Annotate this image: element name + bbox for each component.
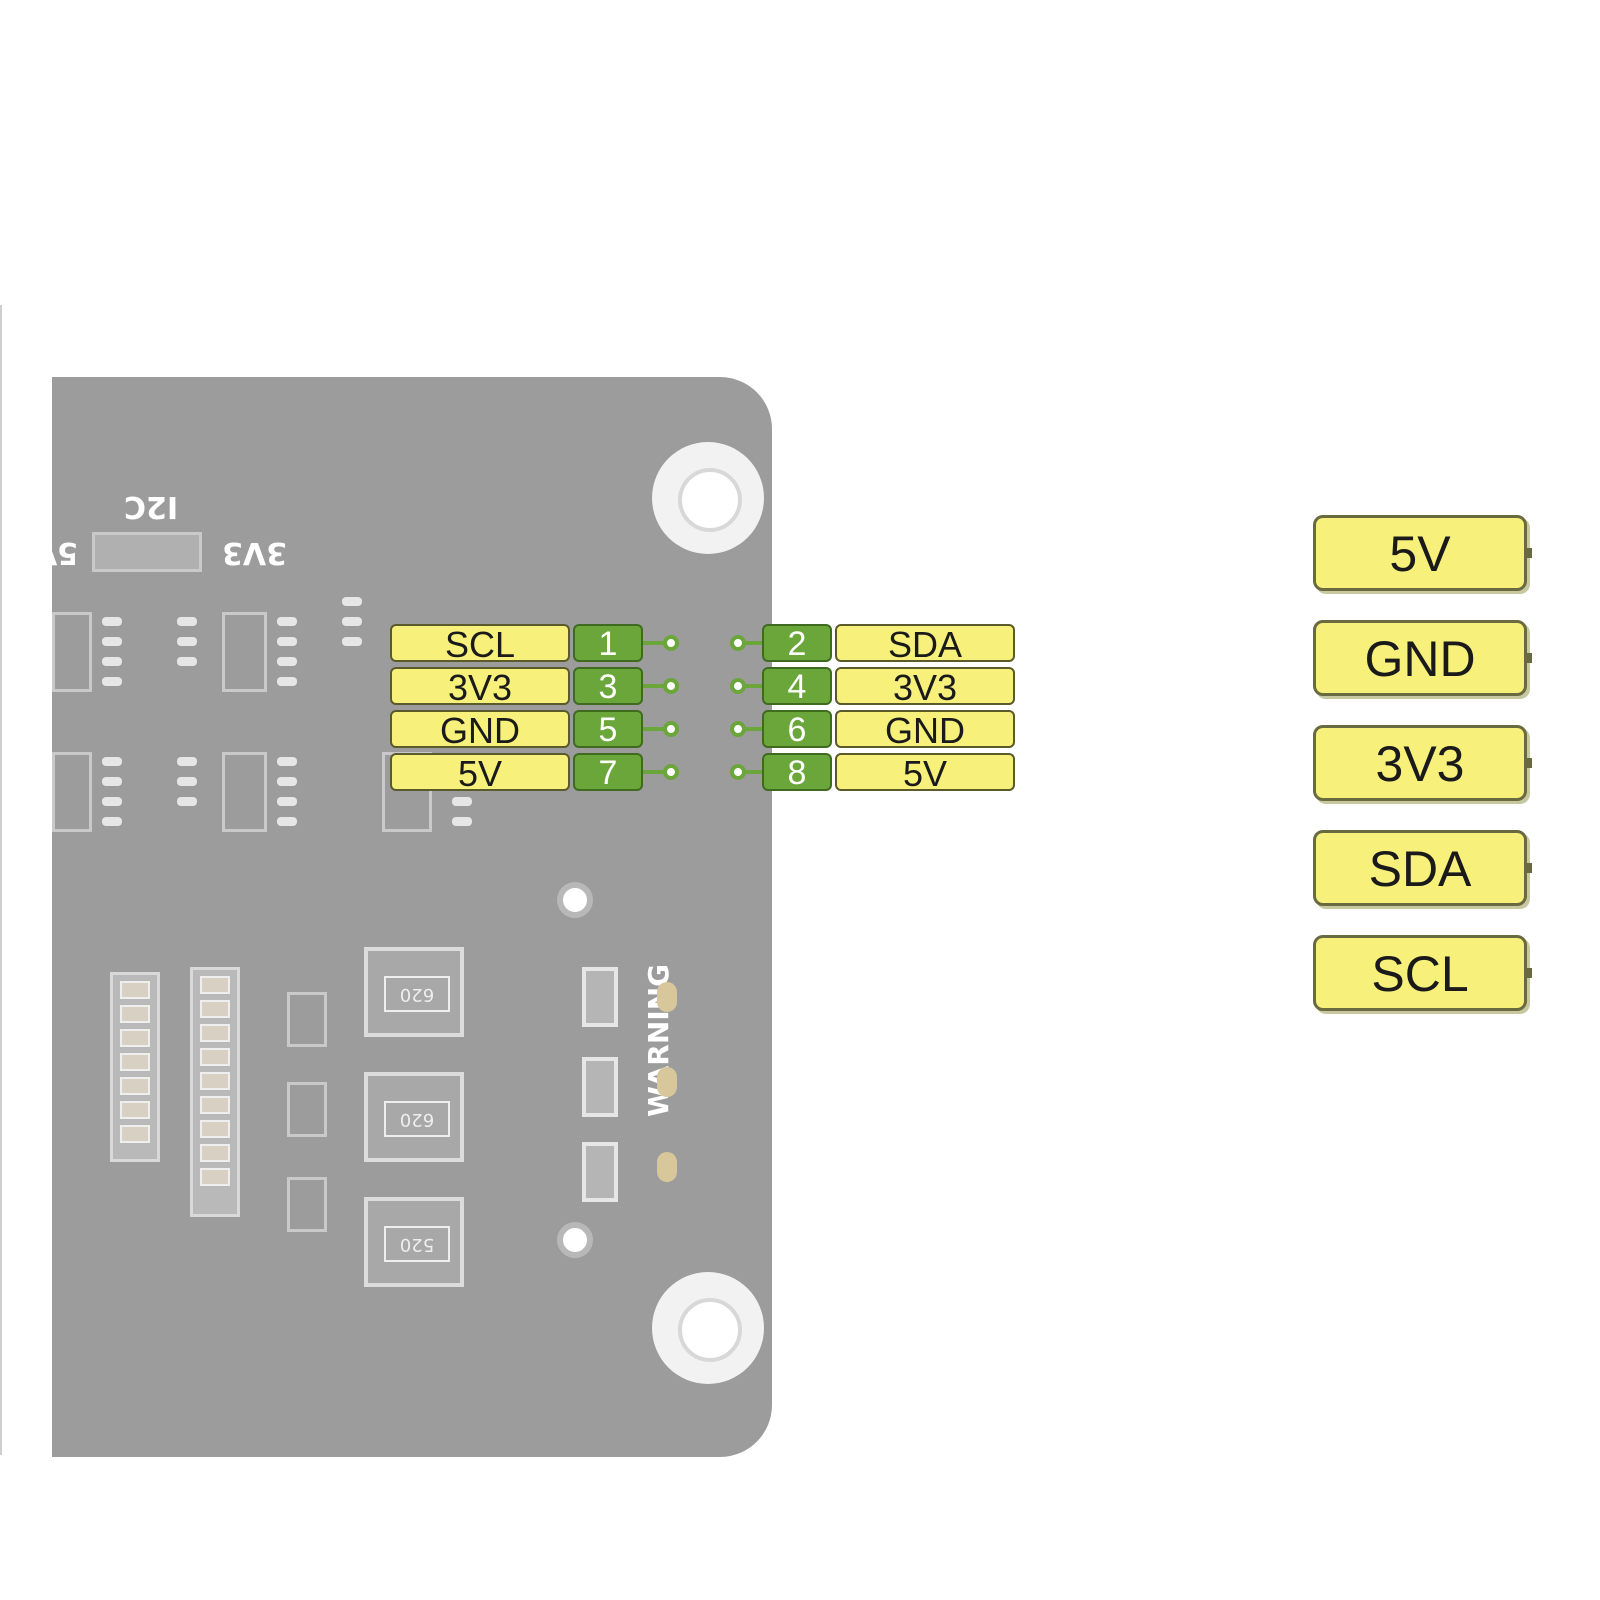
ic-chip <box>287 1082 327 1137</box>
board-edge-line <box>0 305 2 1455</box>
pin-label-left: GND <box>390 710 570 750</box>
pin-number: 7 <box>573 753 643 791</box>
pin-number: 4 <box>762 667 832 705</box>
pin-label-right: 5V <box>835 753 1015 793</box>
led-component <box>582 967 618 1027</box>
legend-item-3v3: 3V3 <box>1313 725 1532 801</box>
pin-number: 2 <box>762 624 832 662</box>
mount-hole-top <box>652 442 764 554</box>
ic-chip <box>222 752 267 832</box>
mount-hole-bottom <box>652 1272 764 1384</box>
legend-item-scl: SCL <box>1313 935 1532 1011</box>
legend-item-sda: SDA <box>1313 830 1532 906</box>
silk-5v-label: 5V <box>52 535 79 570</box>
pin-number: 8 <box>762 753 832 791</box>
pin-label-left: SCL <box>390 624 570 664</box>
pin-label-right: GND <box>835 710 1015 750</box>
legend-item-5v: 5V <box>1313 515 1532 591</box>
pin-number: 5 <box>573 710 643 748</box>
led-component <box>582 1057 618 1117</box>
led-component <box>582 1142 618 1202</box>
pin-label-left: 3V3 <box>390 667 570 707</box>
ic-chip <box>287 992 327 1047</box>
pin-label-right: 3V3 <box>835 667 1015 707</box>
resistor-array <box>110 972 160 1162</box>
resistor-array <box>190 967 240 1217</box>
inductor: 520 <box>364 1197 464 1287</box>
via-hole <box>557 1222 593 1258</box>
ic-chip <box>52 752 92 832</box>
inductor: 620 <box>364 1072 464 1162</box>
pcb-board: I2C 3V3 5V WARNING 620 620 520 <box>52 377 772 1457</box>
ic-chip <box>287 1177 327 1232</box>
silk-i2c-label: I2C <box>124 489 179 524</box>
pin-label-right: SDA <box>835 624 1015 664</box>
pin-label-left: 5V <box>390 753 570 793</box>
inductor: 620 <box>364 947 464 1037</box>
legend-item-gnd: GND <box>1313 620 1532 696</box>
i2c-jumper <box>92 532 202 572</box>
via-hole <box>557 882 593 918</box>
pin-number: 1 <box>573 624 643 662</box>
ic-chip <box>222 612 267 692</box>
pin-number: 6 <box>762 710 832 748</box>
ic-chip <box>52 612 92 692</box>
pin-number: 3 <box>573 667 643 705</box>
silk-3v3-label: 3V3 <box>222 535 287 570</box>
